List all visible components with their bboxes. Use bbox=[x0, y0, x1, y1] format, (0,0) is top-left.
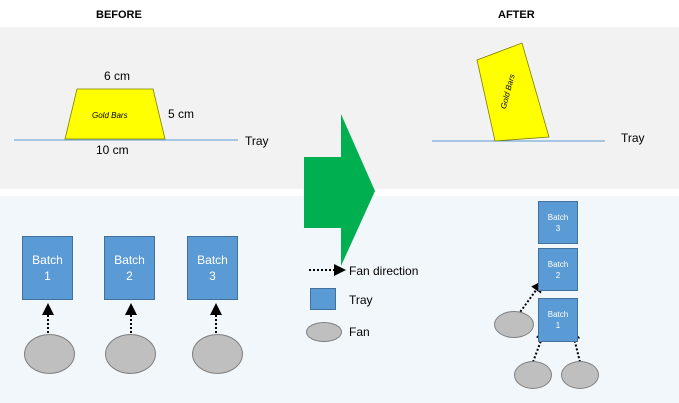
bottom-dimension-label: 10 cm bbox=[96, 143, 129, 157]
top-dimension-label: 6 cm bbox=[104, 69, 131, 83]
fan bbox=[24, 334, 75, 374]
legend-tray-label: Tray bbox=[349, 293, 373, 307]
before-tray-label: Tray bbox=[245, 134, 269, 148]
legend-fan-direction-label: Fan direction bbox=[349, 264, 419, 278]
stacked-batch-box: Batch 2 bbox=[538, 248, 578, 291]
before-gold-bar bbox=[64, 88, 166, 140]
after-tray-label: Tray bbox=[621, 131, 645, 145]
batch-box-label: Batch bbox=[547, 310, 569, 319]
fan bbox=[514, 361, 552, 389]
batch-box-number: 2 bbox=[555, 270, 561, 280]
batch-box-label: Batch bbox=[547, 212, 569, 222]
batch-box-label: Batch bbox=[197, 253, 228, 267]
fan-direction-arrow bbox=[517, 280, 544, 316]
stacked-batch-box: Batch 3 bbox=[538, 201, 578, 244]
fan bbox=[561, 361, 599, 389]
batch-box-number: 1 bbox=[44, 269, 51, 283]
batch-box-number: 1 bbox=[555, 321, 561, 330]
after-header: AFTER bbox=[498, 9, 535, 21]
fan bbox=[494, 311, 534, 338]
fan bbox=[192, 334, 243, 374]
batch-box-label: Batch bbox=[114, 253, 145, 267]
batch-box: Batch 3 bbox=[187, 236, 238, 300]
fan bbox=[105, 334, 156, 374]
batch-box-number: 2 bbox=[126, 269, 133, 283]
batch-box: Batch 2 bbox=[104, 236, 155, 300]
after-gold-bar bbox=[476, 42, 550, 142]
before-header: BEFORE bbox=[96, 9, 142, 21]
stacked-batch-box: Batch 1 bbox=[538, 298, 578, 342]
legend-fan-swatch bbox=[306, 322, 342, 342]
batch-box-number: 3 bbox=[555, 223, 561, 233]
legend-fan-label: Fan bbox=[349, 325, 370, 339]
batch-box-number: 3 bbox=[209, 269, 216, 283]
transform-arrow bbox=[304, 114, 375, 266]
batch-box-label: Batch bbox=[547, 259, 569, 269]
legend-tray-swatch bbox=[310, 288, 336, 310]
batch-box: Batch 1 bbox=[22, 236, 73, 300]
fan-direction-arrow bbox=[568, 328, 581, 363]
batch-box-label: Batch bbox=[32, 253, 63, 267]
side-dimension-label: 5 cm bbox=[168, 107, 195, 121]
before-gold-bar-label: Gold Bars bbox=[92, 111, 128, 120]
